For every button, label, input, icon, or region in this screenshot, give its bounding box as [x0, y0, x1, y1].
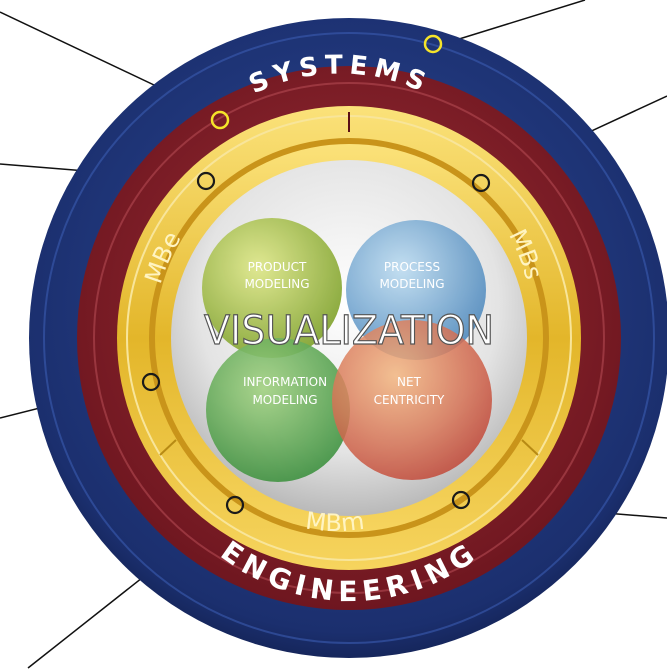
mbe-left-hotspot[interactable] — [141, 372, 161, 392]
mbm-right-hotspot[interactable] — [451, 490, 471, 510]
process-label-line2: MODELING — [379, 277, 444, 291]
visualization-label: VISUALIZATION — [204, 308, 494, 354]
mbs-hotspot[interactable] — [471, 173, 491, 193]
mbm-left-hotspot[interactable] — [225, 495, 245, 515]
product-label-line2: MODELING — [244, 277, 309, 291]
product-modeling-bubble — [202, 218, 342, 358]
product-label-line1: PRODUCT — [248, 260, 307, 274]
systems-hotspot[interactable] — [210, 110, 230, 130]
information-modeling-bubble — [206, 338, 350, 482]
process-label-line1: PROCESS — [384, 260, 440, 274]
information-label-line2: MODELING — [252, 393, 317, 407]
leader-line — [442, 0, 586, 45]
information-label-line1: INFORMATION — [243, 375, 327, 389]
process-modeling-bubble — [346, 220, 486, 360]
net-label-line2: CENTRICITY — [374, 393, 445, 407]
mbe-hotspot[interactable] — [423, 34, 443, 54]
net-centricity-bubble — [332, 320, 492, 480]
mbe-ring-hotspot[interactable] — [196, 171, 216, 191]
net-label-line1: NET — [397, 375, 422, 389]
mbm-label: MBm — [304, 507, 366, 537]
